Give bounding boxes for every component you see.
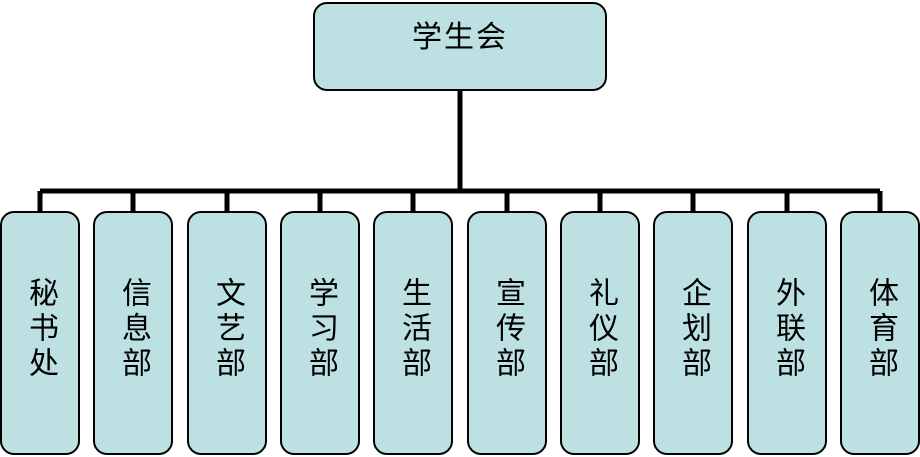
- child-node-9: 体育部: [840, 211, 920, 455]
- child-label-4: 生活部: [396, 277, 431, 382]
- child-label-3: 学习部: [303, 277, 338, 382]
- child-label-8: 外联部: [770, 277, 805, 382]
- child-label-9: 体育部: [863, 277, 898, 382]
- child-label-6: 礼仪部: [583, 277, 618, 382]
- child-node-4: 生活部: [373, 211, 453, 455]
- child-node-0: 秘书处: [0, 211, 80, 455]
- child-node-8: 外联部: [747, 211, 827, 455]
- child-node-7: 企划部: [653, 211, 733, 455]
- child-node-2: 文艺部: [187, 211, 267, 455]
- child-label-0: 秘书处: [23, 277, 58, 382]
- root-node: 学生会: [313, 2, 607, 91]
- child-label-1: 信息部: [116, 277, 151, 382]
- child-node-3: 学习部: [280, 211, 360, 455]
- child-label-7: 企划部: [676, 277, 711, 382]
- child-label-5: 宣传部: [490, 277, 525, 382]
- child-label-2: 文艺部: [210, 277, 245, 382]
- child-node-5: 宣传部: [467, 211, 547, 455]
- root-label: 学生会: [412, 20, 508, 55]
- child-node-6: 礼仪部: [560, 211, 640, 455]
- child-node-1: 信息部: [93, 211, 173, 455]
